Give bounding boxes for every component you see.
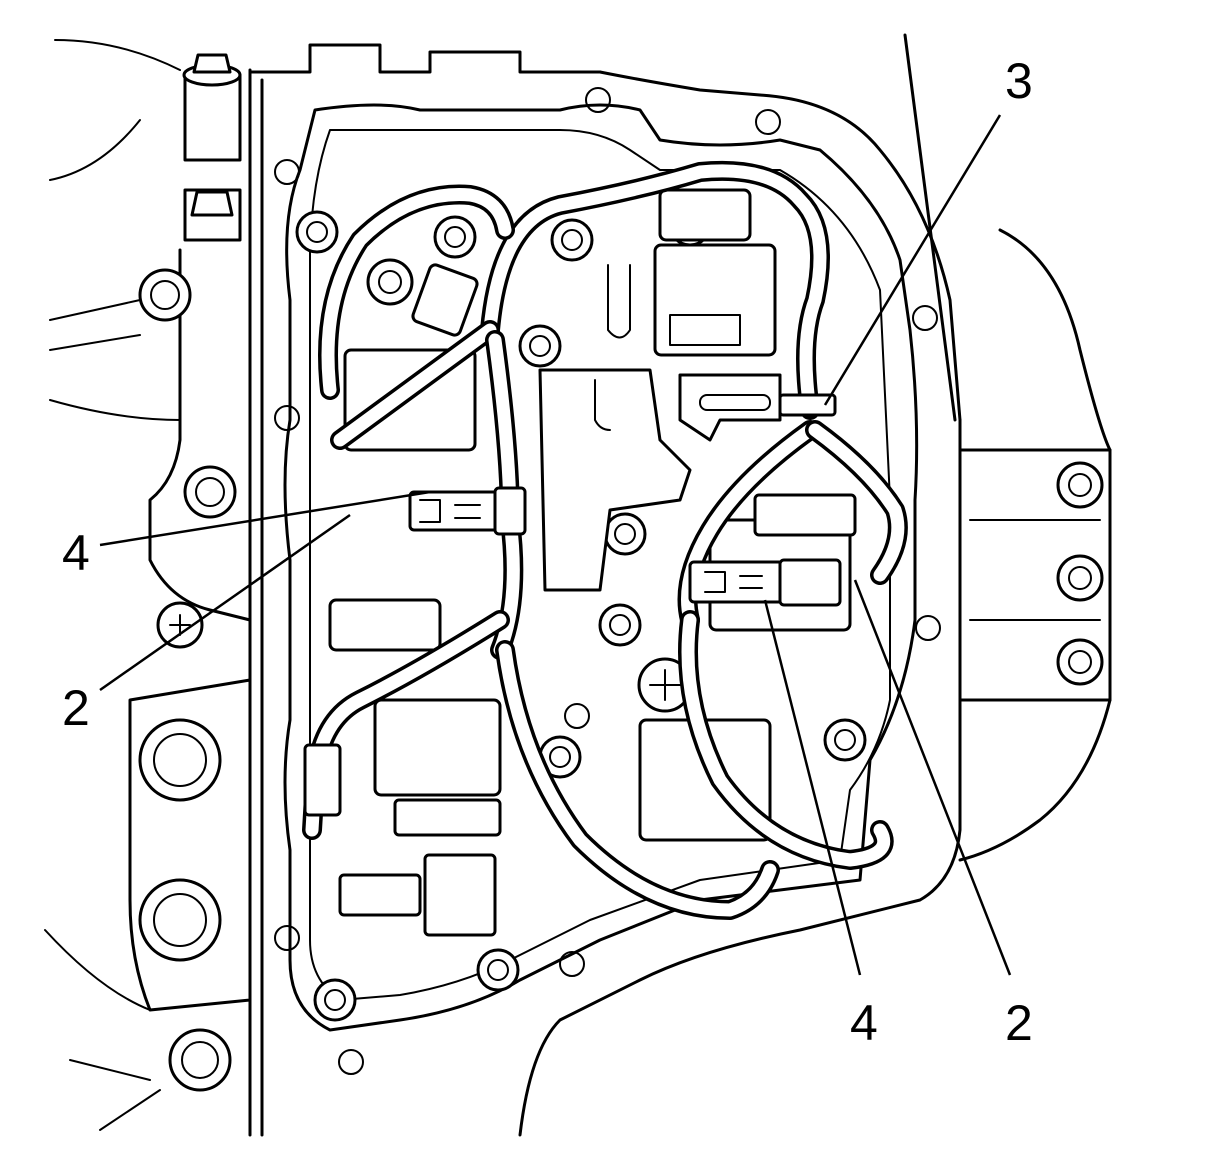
leader-2-bottom <box>853 579 1012 976</box>
bolt-icon <box>366 258 414 306</box>
bolt-icon <box>433 215 477 259</box>
callout-2-left: 2 <box>62 680 90 736</box>
callout-2-bottom: 2 <box>1005 995 1033 1051</box>
callouts: 3 4 2 4 2 <box>62 53 1033 1051</box>
bolt-hole-icon <box>274 405 300 431</box>
bolt-hole-icon <box>755 109 781 135</box>
bolt-icon <box>183 188 242 242</box>
bolt-icon <box>138 268 192 322</box>
bolt-icon <box>295 210 339 254</box>
connector-top-right-icon <box>778 393 837 417</box>
bolt-icon <box>138 878 222 962</box>
bolt-hole-icon <box>564 703 590 729</box>
bolt-hole-icon <box>559 951 585 977</box>
connector-right-icon <box>688 558 842 607</box>
callout-3-top-right: 3 <box>1005 53 1033 109</box>
leader-4-left <box>99 490 431 547</box>
bolt-icon <box>823 718 867 762</box>
bolt-icon <box>168 1028 232 1092</box>
connector-small-icon <box>411 263 479 337</box>
bolt-hole-icon <box>274 925 300 951</box>
bolt-icon <box>183 465 237 519</box>
bolt-hole-icon <box>338 1049 364 1075</box>
bolt-icon <box>313 978 357 1022</box>
bolt-icon <box>550 218 594 262</box>
bolt-icon <box>1056 638 1104 686</box>
connector-left-icon <box>408 486 527 536</box>
leader-lines <box>99 114 1012 976</box>
bolt-hole-icon <box>585 87 611 113</box>
callout-4-left: 4 <box>62 525 90 581</box>
bolt-icon <box>598 603 642 647</box>
connectors <box>303 263 842 817</box>
bolt-icon <box>1056 461 1104 509</box>
bolt-icon <box>1056 554 1104 602</box>
bolt-icon <box>603 512 647 556</box>
transmission-case <box>44 33 1112 1137</box>
bolt-hole-icon <box>912 305 938 331</box>
bolt-icon <box>518 324 562 368</box>
connector-small-icon <box>303 743 342 817</box>
bolt-hole-icon <box>915 615 941 641</box>
bolt-icon <box>182 53 242 162</box>
leader-3 <box>823 114 1002 406</box>
valve-body <box>283 103 919 1032</box>
callout-4-bottom: 4 <box>850 995 878 1051</box>
bolt-icon <box>476 948 520 992</box>
bolt-icon <box>138 718 222 802</box>
bolt-hole-icon <box>274 159 300 185</box>
bolt-icon <box>637 657 693 713</box>
leader-2-left <box>99 513 351 692</box>
leader-4-bottom <box>763 599 862 976</box>
bolts <box>138 53 1104 1092</box>
bolt-icon <box>156 601 204 649</box>
